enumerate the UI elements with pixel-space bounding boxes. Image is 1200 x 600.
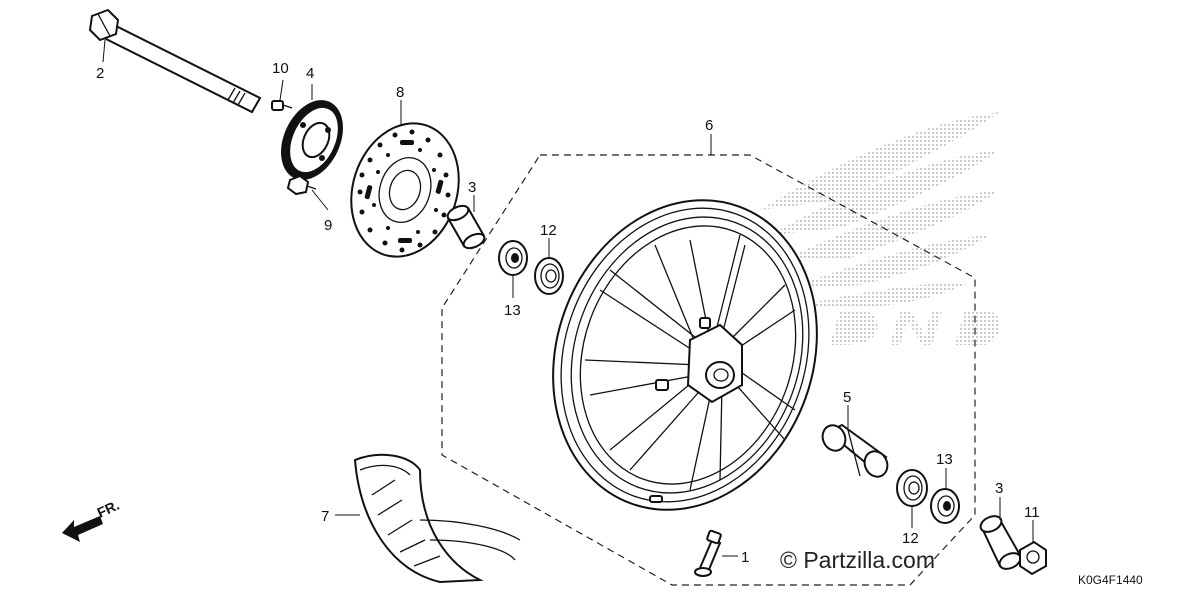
bolt-10 bbox=[271, 100, 293, 111]
callout-labels: 2 10 4 8 9 3 6 12 13 5 13 12 3 11 7 1 bbox=[96, 60, 1040, 566]
bolt-9 bbox=[286, 174, 317, 196]
dust-seal-13-right bbox=[930, 488, 960, 524]
callout-13-left: 13 bbox=[504, 302, 521, 319]
callout-12-left: 12 bbox=[540, 222, 557, 239]
callout-7: 7 bbox=[321, 508, 329, 525]
axle-nut-11 bbox=[1019, 540, 1047, 576]
front-direction-arrow-icon bbox=[62, 516, 103, 542]
callout-4: 4 bbox=[306, 65, 314, 82]
side-collar-3-left bbox=[446, 204, 486, 250]
side-collar-3-right bbox=[979, 515, 1022, 570]
dust-seal-13-left bbox=[498, 240, 528, 276]
tire-7 bbox=[353, 453, 521, 584]
pulser-ring-4 bbox=[281, 100, 343, 180]
distance-collar-5 bbox=[821, 423, 889, 478]
callout-5: 5 bbox=[843, 389, 851, 406]
leader-lines bbox=[102, 39, 1034, 557]
callout-1: 1 bbox=[741, 549, 749, 566]
partzilla-watermark: © Partzilla.com bbox=[780, 547, 935, 573]
callout-3-right: 3 bbox=[995, 480, 1003, 497]
callout-6: 6 bbox=[705, 117, 713, 134]
callout-8: 8 bbox=[396, 84, 404, 101]
callout-3-left: 3 bbox=[468, 179, 476, 196]
callout-2: 2 bbox=[96, 65, 104, 82]
front-wheel-6 bbox=[552, 199, 818, 511]
callout-10: 10 bbox=[272, 60, 289, 77]
valve-stem-1 bbox=[694, 529, 722, 577]
bearing-12-right bbox=[896, 469, 928, 507]
direction-label: FR. bbox=[95, 497, 122, 521]
assembly-boundary bbox=[441, 154, 976, 586]
diagram-code: K0G4F1440 bbox=[1078, 573, 1143, 587]
bearing-12-left bbox=[534, 257, 564, 295]
front-axle bbox=[88, 8, 262, 114]
callout-12-right: 12 bbox=[902, 530, 919, 547]
callout-13-right: 13 bbox=[936, 451, 953, 468]
brake-disc-8 bbox=[350, 122, 460, 258]
callout-11: 11 bbox=[1024, 504, 1040, 521]
callout-9: 9 bbox=[324, 217, 332, 234]
